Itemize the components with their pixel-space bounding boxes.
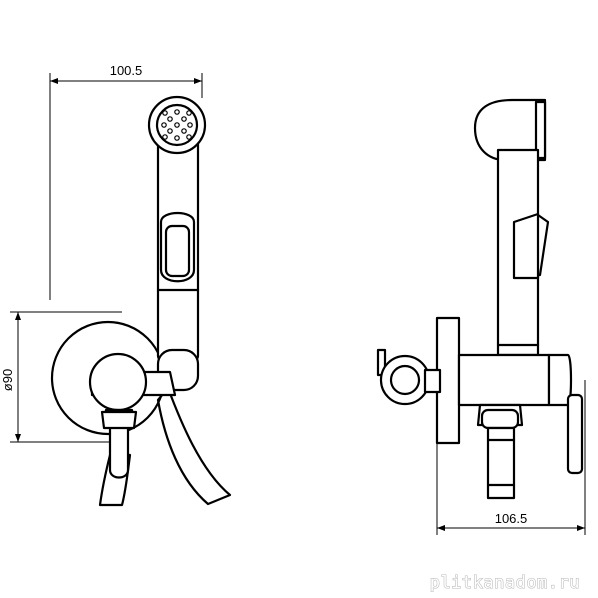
hose (156, 386, 232, 506)
hand-shower-side (473, 98, 550, 357)
dimension-top: 100.5 (49, 63, 203, 300)
mixer-lever-front (88, 352, 177, 479)
dimension-bottom: 106.5 (437, 380, 586, 535)
side-shower-holder (376, 348, 442, 406)
dimension-diameter: ø90 (0, 311, 122, 443)
watermark: plitkanadom.ru (430, 573, 580, 593)
side-view: 106.5 (376, 98, 586, 535)
hose-connector (476, 403, 524, 500)
front-view: 100.5 ø90 (0, 63, 232, 507)
spray-nozzle-dots (161, 109, 193, 141)
dimension-diameter-label: ø90 (0, 369, 15, 391)
mixer-body-side (457, 353, 551, 407)
hand-shower-front (147, 95, 207, 392)
side-lever (566, 393, 584, 475)
dimension-top-label: 100.5 (110, 63, 143, 78)
dimension-bottom-label: 106.5 (495, 511, 528, 526)
